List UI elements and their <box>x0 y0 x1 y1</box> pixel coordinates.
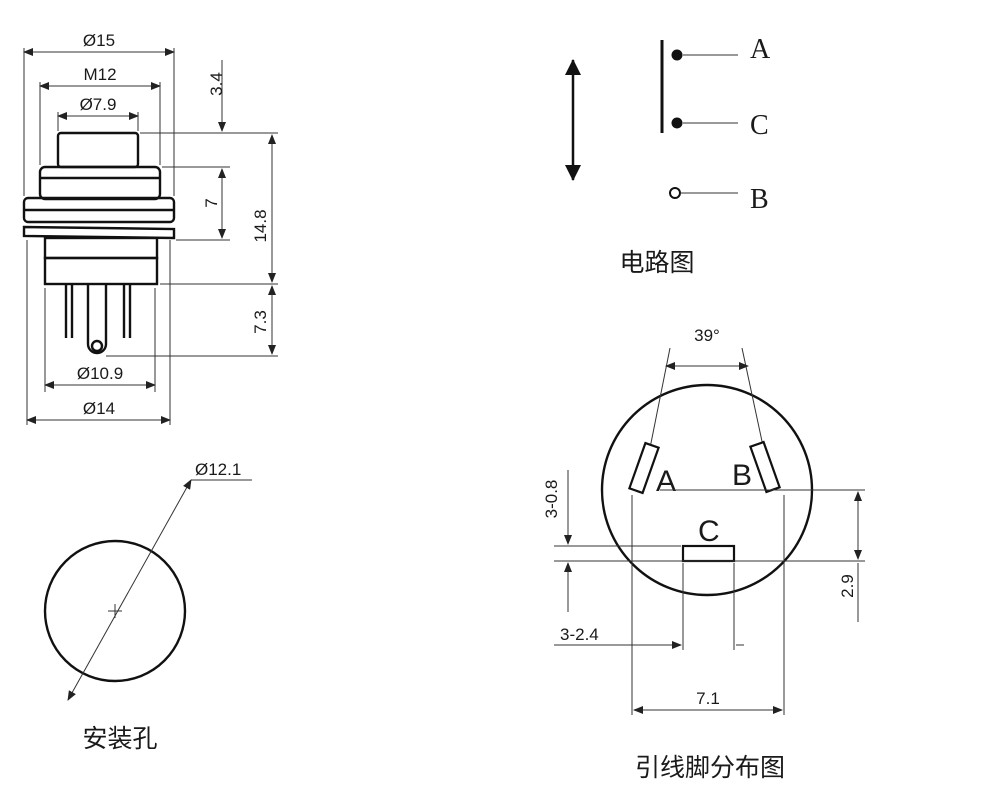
dim-cap-height-label: 3.4 <box>207 72 226 96</box>
side-dimension-lines <box>23 48 276 424</box>
mount-hole-caption: 安装孔 <box>82 724 157 753</box>
mount-hole-view: Ø12.1 安装孔 <box>43 460 252 753</box>
pin-a-label: A <box>656 465 676 498</box>
circuit-caption: 电路图 <box>619 248 694 277</box>
terminal-b-circle <box>669 187 681 199</box>
pin-c <box>681 544 736 563</box>
circuit-diagram: A C B 电路图 <box>565 34 771 277</box>
pin-length-label: 3-2.4 <box>560 625 599 644</box>
pinout-dimension-lines <box>554 470 865 715</box>
mount-hole-leader <box>67 479 192 701</box>
dim-thread-label: M12 <box>83 65 116 84</box>
pin-angle-label: 39° <box>694 326 720 345</box>
pin-c-label: C <box>698 515 720 548</box>
pin-width-label: 3-0.8 <box>542 480 561 519</box>
dim-flange-diameter-label: Ø14 <box>83 399 115 418</box>
pin-offset-label: 2.9 <box>838 574 857 598</box>
terminal-c-dot <box>671 117 683 129</box>
side-view: Ø15 M12 Ø7.9 Ø10.9 Ø14 3.4 7 14.8 7.3 <box>22 31 278 425</box>
pinout-view: 39° A B C 3-0.8 3-2.4 7.1 2.9 引 <box>542 326 865 782</box>
pinout-caption: 引线脚分布图 <box>635 753 785 782</box>
dim-base-diameter-label: Ø10.9 <box>77 364 123 383</box>
dim-nut-height-label: 7 <box>202 198 221 207</box>
dim-pin-length-label: 7.3 <box>251 310 270 334</box>
dim-cap-diameter-label: Ø7.9 <box>80 95 117 114</box>
mount-hole-diameter-label: Ø12.1 <box>195 460 241 479</box>
terminal-a-dot <box>671 49 683 61</box>
dim-body-diameter-label: Ø15 <box>83 31 115 50</box>
pin-b-label: B <box>732 459 752 492</box>
terminal-a-label: A <box>750 34 771 65</box>
dim-body-height-label: 14.8 <box>251 209 270 242</box>
pin-spacing-label: 7.1 <box>696 689 720 708</box>
terminal-b-label: B <box>750 184 769 215</box>
terminal-c-label: C <box>750 110 769 141</box>
pin-b <box>748 440 782 494</box>
pin-a <box>627 441 661 495</box>
switch-body <box>22 131 176 355</box>
